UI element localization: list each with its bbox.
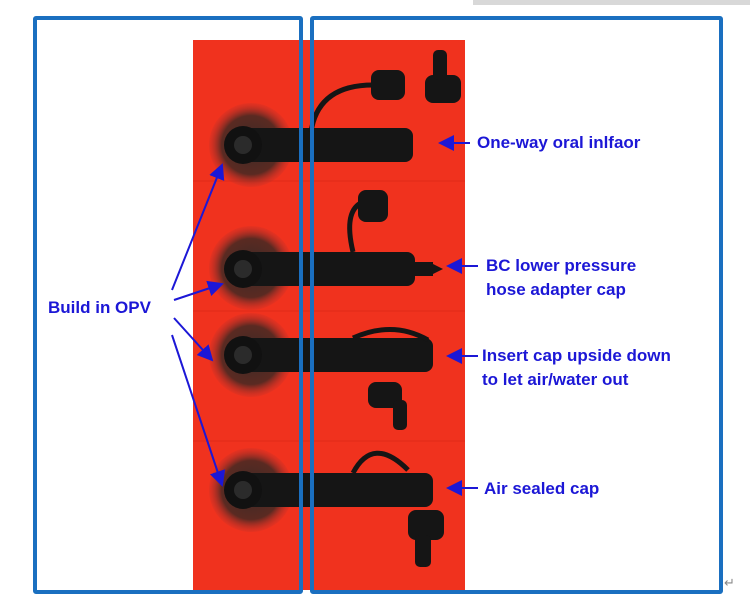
label-line: to let air/water out: [482, 370, 629, 389]
arrow-opv-2: [173, 280, 224, 301]
paragraph-mark: ↵: [724, 575, 735, 590]
label-one-way-inflator: One-way oral inlfaor: [477, 133, 641, 152]
label-line: Insert cap upside down: [482, 346, 671, 365]
top-gray-strip: [473, 0, 750, 5]
arrow-opv-1: [171, 163, 225, 291]
label-bc-adapter: BC lower pressure hose adapter cap: [486, 254, 636, 302]
right-frame: [310, 16, 723, 594]
valve-3: [209, 313, 433, 430]
label-line: hose adapter cap: [486, 280, 626, 299]
label-air-sealed-cap: Air sealed cap: [484, 479, 600, 498]
label-build-in-opv: Build in OPV: [48, 298, 151, 317]
valve-2: [209, 190, 443, 310]
arrow-opv-4: [171, 334, 226, 487]
valve-photo: [193, 40, 465, 590]
arrow-opv-3: [173, 317, 214, 362]
left-frame: [33, 16, 303, 594]
valve-4: [209, 448, 444, 567]
label-line: BC lower pressure: [486, 256, 637, 275]
label-insert-cap: Insert cap upside down to let air/water …: [482, 344, 671, 392]
